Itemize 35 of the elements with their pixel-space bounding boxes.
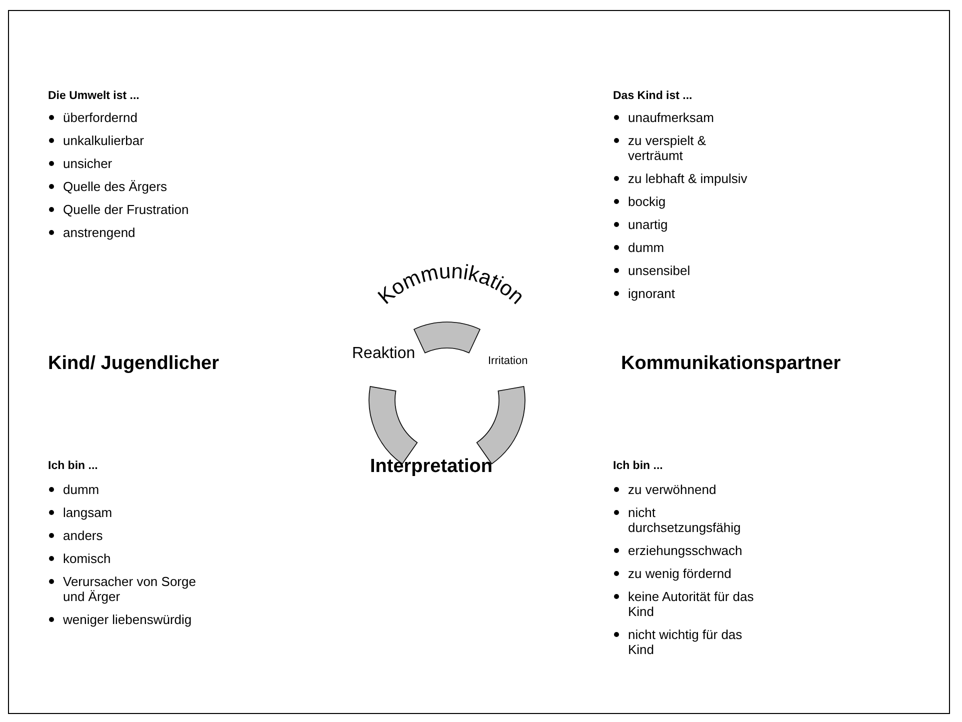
list-item: komisch bbox=[48, 551, 198, 566]
list-item: nicht wichtig für das Kind bbox=[613, 627, 763, 657]
list-item: zu lebhaft & impulsiv bbox=[613, 171, 763, 186]
list-item: zu wenig fördernd bbox=[613, 566, 763, 581]
side-heading: Kommunikationspartner bbox=[621, 353, 841, 375]
side-heading: Kind/ Jugendlicher bbox=[48, 353, 220, 375]
list-heading: Ich bin ... bbox=[613, 460, 663, 472]
list-item: erziehungsschwach bbox=[613, 543, 763, 558]
list-item: nicht durchsetzungsfähig bbox=[613, 505, 763, 535]
list-heading: Das Kind ist ... bbox=[613, 90, 692, 102]
list-item: Quelle des Ärgers bbox=[48, 179, 198, 194]
list-item: unsensibel bbox=[613, 263, 763, 278]
list-item: zu verspielt & verträumt bbox=[613, 133, 763, 163]
list-item: unsicher bbox=[48, 156, 198, 171]
cycle-label: Reaktion bbox=[352, 345, 416, 363]
list-item: weniger liebenswürdig bbox=[48, 612, 198, 627]
list-item: Quelle der Frustration bbox=[48, 202, 198, 217]
list-item: dumm bbox=[48, 482, 198, 497]
list-item: zu verwöhnend bbox=[613, 482, 763, 497]
cycle-label: Interpretation bbox=[370, 456, 492, 478]
list-heading: Ich bin ... bbox=[48, 460, 98, 472]
list-item: langsam bbox=[48, 505, 198, 520]
list-heading: Die Umwelt ist ... bbox=[48, 90, 140, 102]
list-item: unkalkulierbar bbox=[48, 133, 198, 148]
list-item: anstrengend bbox=[48, 225, 198, 240]
list-item: bockig bbox=[613, 194, 763, 209]
list-item: unaufmerksam bbox=[613, 110, 763, 125]
cycle-label: Irritation bbox=[488, 355, 528, 367]
list-item: anders bbox=[48, 528, 198, 543]
list-item: unartig bbox=[613, 217, 763, 232]
list-item: überfordernd bbox=[48, 110, 198, 125]
list-item: keine Autorität für das Kind bbox=[613, 589, 763, 619]
list-item: ignorant bbox=[613, 286, 763, 301]
list-item: Verursacher von Sorge und Ärger bbox=[48, 574, 198, 604]
list-item: dumm bbox=[613, 240, 763, 255]
